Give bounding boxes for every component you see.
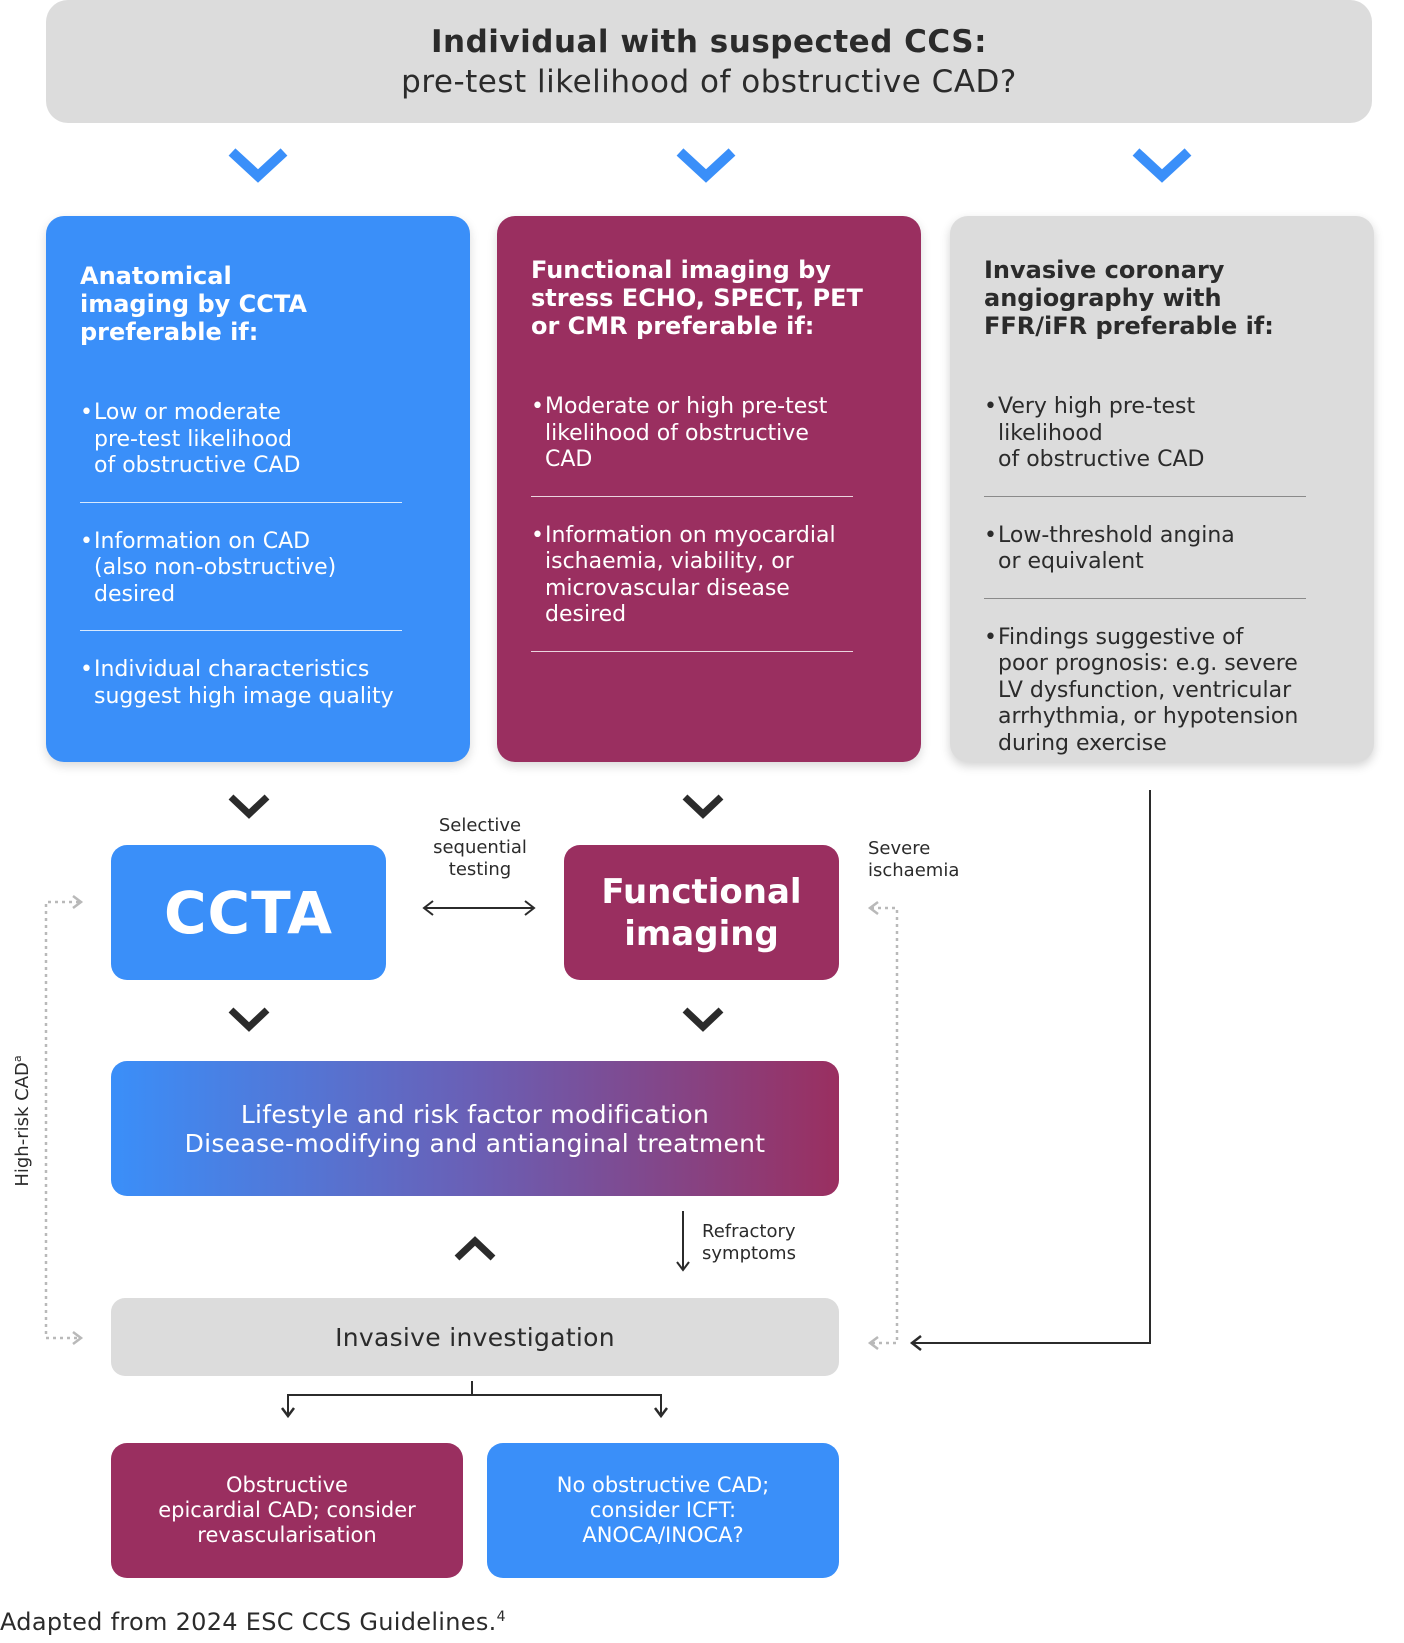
chevron-down-icon (228, 794, 270, 819)
functional-card-title: Functional imaging by stress ECHO, SPECT… (531, 256, 863, 340)
ccta-criteria-list: Low or moderate pre-test likelihood of o… (80, 400, 442, 732)
invasive-criteria-card: Invasive coronary angiography with FFR/i… (950, 216, 1374, 762)
arrow-left-icon (867, 1336, 879, 1350)
arrow-left-icon (422, 900, 434, 916)
chevron-down-icon (1132, 148, 1192, 183)
ccta-box: CCTA (111, 845, 386, 980)
severe-ischaemia-label: Severe ischaemia (868, 838, 960, 881)
invasive-direct-path (912, 790, 1151, 1344)
high-risk-cad-label: High-risk CADa (11, 1055, 33, 1187)
list-item: Moderate or high pre-test likelihood of … (531, 394, 853, 497)
list-item: Information on myocardial ischaemia, via… (531, 523, 853, 652)
arrow-down-icon (654, 1407, 668, 1419)
chevron-down-icon (228, 1007, 270, 1032)
refractory-symptoms-label: Refractory symptoms (702, 1221, 796, 1264)
source-footnote: Adapted from 2024 ESC CCS Guidelines.4 (0, 1608, 506, 1636)
header-subtitle: pre-test likelihood of obstructive CAD? (401, 64, 1017, 100)
chevron-down-icon (682, 794, 724, 819)
obstructive-cad-outcome-box: Obstructive epicardial CAD; consider rev… (111, 1443, 463, 1578)
chevron-down-icon (228, 148, 288, 183)
ccta-card-title: Anatomical imaging by CCTA preferable if… (80, 262, 307, 346)
invasive-investigation-box: Invasive investigation (111, 1298, 839, 1376)
arrow-left-icon (867, 901, 879, 915)
functional-criteria-card: Functional imaging by stress ECHO, SPECT… (497, 216, 921, 762)
selective-sequential-testing-label: Selective sequential testing (433, 815, 527, 880)
arrow-right-icon (72, 895, 84, 909)
list-item: Information on CAD (also non-obstructive… (80, 529, 402, 631)
no-obstructive-cad-outcome-box: No obstructive CAD; consider ICFT: ANOCA… (487, 1443, 839, 1578)
functional-criteria-list: Moderate or high pre-test likelihood of … (531, 394, 893, 652)
chevron-down-icon (676, 148, 736, 183)
lifestyle-treatment-box: Lifestyle and risk factor modification D… (111, 1061, 839, 1196)
arrow-right-icon (524, 900, 536, 916)
invasive-card-title: Invasive coronary angiography with FFR/i… (984, 256, 1274, 340)
high-risk-dotted-path (44, 900, 79, 1340)
invasive-criteria-list: Very high pre-test likelihood of obstruc… (984, 394, 1346, 779)
list-item: Individual characteristics suggest high … (80, 657, 442, 732)
arrow-down-icon (676, 1261, 690, 1272)
arrow-down-icon (281, 1407, 295, 1419)
list-item: Low-threshold angina or equivalent (984, 523, 1306, 599)
chevron-up-icon (454, 1236, 496, 1261)
header-question-box: Individual with suspected CCS: pre-test … (46, 0, 1372, 123)
list-item: Low or moderate pre-test likelihood of o… (80, 400, 402, 503)
header-title: Individual with suspected CCS: (431, 24, 987, 60)
arrow-left-icon (909, 1335, 922, 1351)
split-branch-line (287, 1394, 662, 1415)
list-item: Findings suggestive of poor prognosis: e… (984, 625, 1346, 780)
chevron-down-icon (682, 1007, 724, 1032)
ccta-criteria-card: Anatomical imaging by CCTA preferable if… (46, 216, 470, 762)
severe-ischaemia-dotted-path (871, 906, 899, 1345)
list-item: Very high pre-test likelihood of obstruc… (984, 394, 1306, 497)
functional-imaging-box: Functional imaging (564, 845, 839, 980)
arrow-right-icon (72, 1331, 84, 1345)
